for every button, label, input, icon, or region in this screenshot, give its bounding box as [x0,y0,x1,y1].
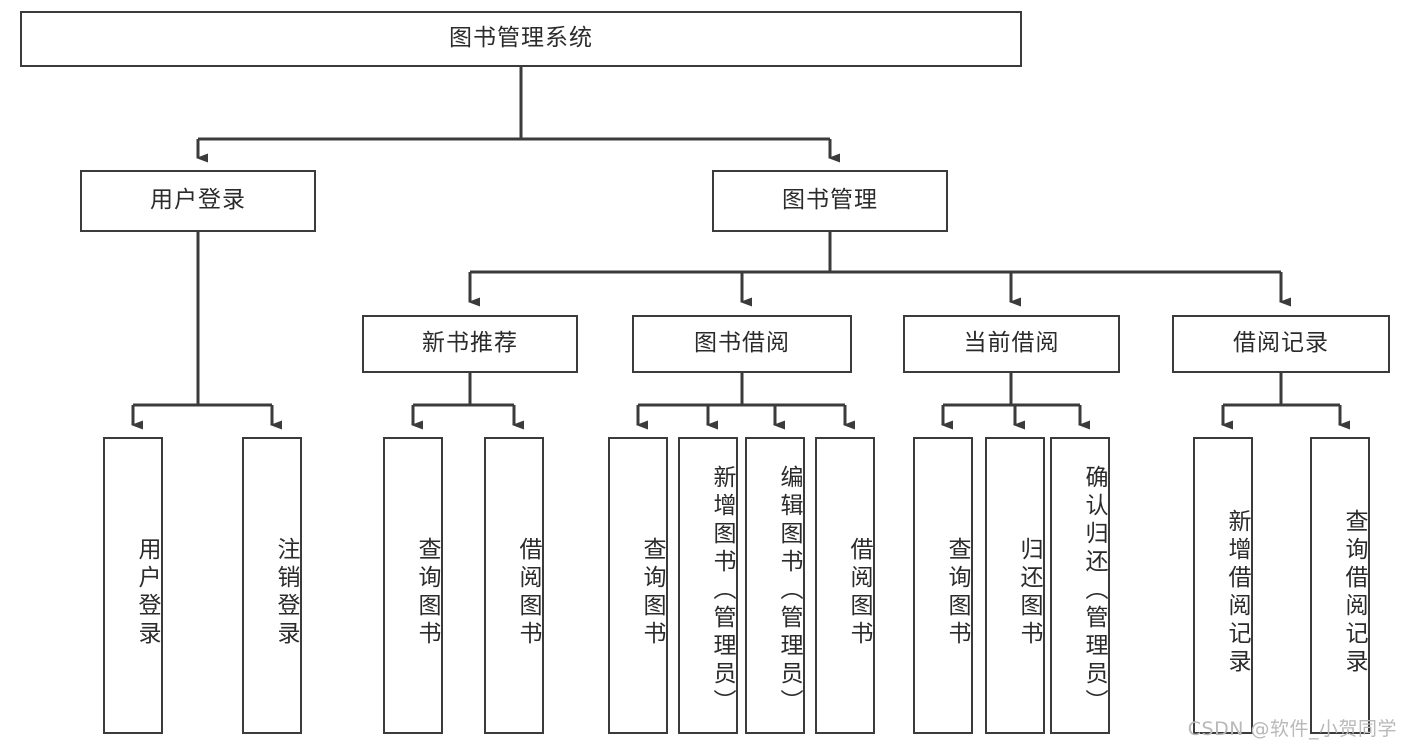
leaf-user-login-login[interactable]: 用户登录 [103,437,163,734]
leaf-borrow-edit-book-admin[interactable]: 编辑图书（管理员） [745,437,805,734]
node-new-book-recommend[interactable]: 新书推荐 [362,315,578,373]
node-borrow-record[interactable]: 借阅记录 [1172,315,1390,373]
node-book-borrow[interactable]: 图书借阅 [632,315,852,373]
node-current-borrow[interactable]: 当前借阅 [903,315,1120,373]
leaf-user-login-logout[interactable]: 注销登录 [242,437,302,734]
leaf-current-query-book[interactable]: 查询图书 [913,437,973,734]
leaf-recommend-query-book[interactable]: 查询图书 [383,437,443,734]
leaf-current-confirm-return-admin[interactable]: 确认归还（管理员） [1050,437,1110,734]
leaf-record-add-record[interactable]: 新增借阅记录 [1193,437,1253,734]
leaf-borrow-borrow-book[interactable]: 借阅图书 [815,437,875,734]
leaf-record-query-record[interactable]: 查询借阅记录 [1310,437,1370,734]
leaf-borrow-query-book[interactable]: 查询图书 [608,437,668,734]
node-book-management[interactable]: 图书管理 [712,170,948,232]
node-root-system[interactable]: 图书管理系统 [20,11,1022,67]
leaf-recommend-borrow-book[interactable]: 借阅图书 [484,437,544,734]
leaf-borrow-add-book-admin[interactable]: 新增图书（管理员） [678,437,738,734]
leaf-current-return-book[interactable]: 归还图书 [985,437,1045,734]
node-user-login[interactable]: 用户登录 [80,170,316,232]
